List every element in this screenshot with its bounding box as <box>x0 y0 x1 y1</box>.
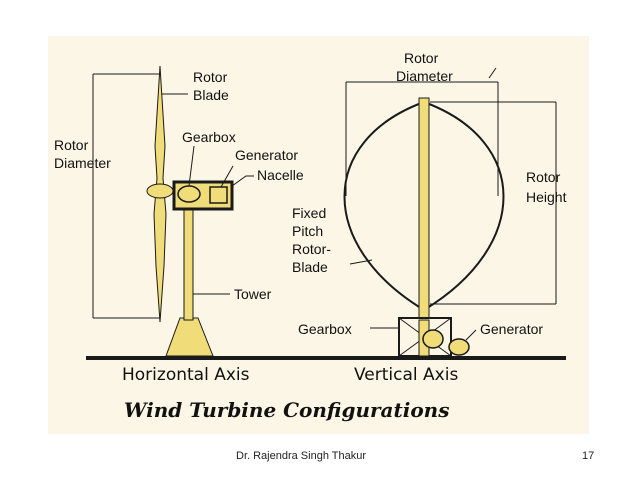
vawt-generator-leader <box>465 329 477 341</box>
hawt-generator-label: Generator <box>235 147 298 163</box>
generator-leader <box>220 165 234 188</box>
horizontal-axis-label: Horizontal Axis <box>122 365 250 385</box>
hawt-tower-base <box>165 317 214 357</box>
vawt-blade-leader <box>349 259 373 265</box>
vawt-generator <box>448 338 470 356</box>
vertical-axis-label: Vertical Axis <box>354 365 458 385</box>
footer-page-number: 17 <box>582 450 595 462</box>
figure-caption: Wind Turbine Configurations <box>124 398 449 422</box>
nacelle-label: Nacelle <box>257 167 304 183</box>
tower-label: Tower <box>234 286 272 302</box>
hawt-generator <box>209 186 228 204</box>
vawt-generator-label: Generator <box>480 321 543 337</box>
hawt-tower <box>183 195 194 321</box>
hawt-gearbox-label: Gearbox <box>182 129 236 145</box>
gearbox-leader <box>188 145 195 187</box>
vawt-gearbox <box>422 329 444 349</box>
hawt-gearbox <box>177 185 201 203</box>
ground-line <box>86 356 566 360</box>
hawt-hub <box>146 183 174 199</box>
footer-author: Dr. Rajendra Singh Thakur <box>236 450 367 462</box>
diameter-label-leader <box>488 67 497 79</box>
nacelle-leader <box>231 175 254 187</box>
vawt-tower <box>418 97 430 321</box>
vawt-gearbox-label: Gearbox <box>298 321 352 337</box>
